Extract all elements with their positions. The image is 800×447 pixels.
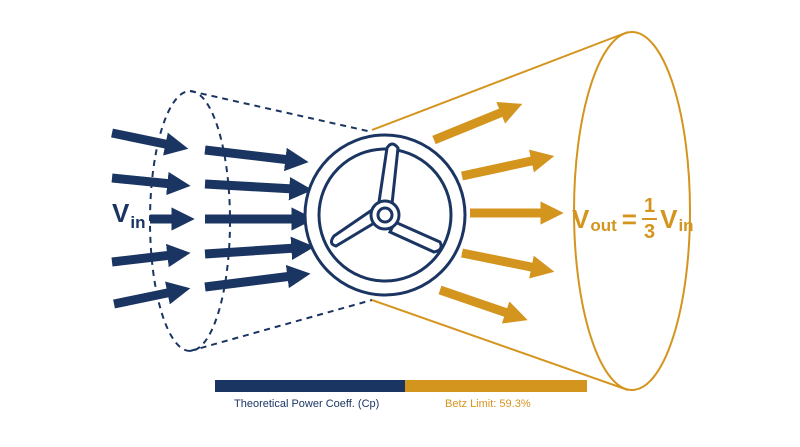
v-out-symbol: V [572, 204, 590, 234]
theoretical-power-caption: Theoretical Power Coeff. (Cp) [234, 398, 380, 410]
wind-arrow [111, 243, 191, 268]
v-in-subscript: in [130, 213, 146, 232]
wake-cone-bottom-edge [371, 299, 629, 391]
betz-limit-caption: Betz Limit: 59.3% [445, 398, 531, 410]
v-in-symbol: V [112, 198, 130, 228]
upstream-tube-bottom-edge [189, 299, 373, 352]
wind-arrow [111, 171, 191, 196]
wake-cone-top-edge [371, 31, 629, 131]
wind-arrow [204, 264, 311, 292]
wake-cone-outlet-ellipse [573, 31, 691, 391]
rotor-blade [329, 207, 378, 248]
wind-arrow [204, 236, 315, 260]
theoretical-power-bar [215, 380, 405, 392]
rotor-blade [387, 220, 443, 254]
v-in-rhs-symbol: V [660, 204, 678, 234]
incoming-wind-arrows-left [111, 128, 195, 309]
wake-arrow [438, 285, 528, 324]
one-third-fraction: 1 3 [641, 196, 658, 243]
wake-arrow [461, 248, 555, 279]
v-in-label: Vin [112, 198, 145, 231]
downstream-wake-cone [371, 31, 691, 391]
wind-arrow [111, 128, 189, 156]
upstream-tube-top-edge [189, 90, 373, 133]
rotor-inner-ring [317, 147, 453, 283]
outgoing-wind-arrows [432, 101, 564, 324]
wake-arrow [432, 101, 523, 145]
wind-arrow [204, 177, 313, 201]
fraction-numerator: 1 [641, 196, 658, 220]
equals-sign: = [621, 204, 637, 234]
v-in-rhs-subscript: in [678, 215, 694, 235]
wake-arrow [461, 149, 555, 181]
turbine-rotor-icon [303, 133, 467, 297]
rotor-hub-center [376, 206, 394, 224]
rotor-blade [377, 142, 400, 206]
fraction-denominator: 3 [643, 221, 656, 243]
v-out-subscript: out [590, 215, 617, 235]
incoming-wind-arrows-right [204, 145, 315, 292]
wind-arrow [204, 145, 309, 172]
wind-arrow [113, 281, 191, 309]
betz-limit-bar [405, 380, 587, 392]
